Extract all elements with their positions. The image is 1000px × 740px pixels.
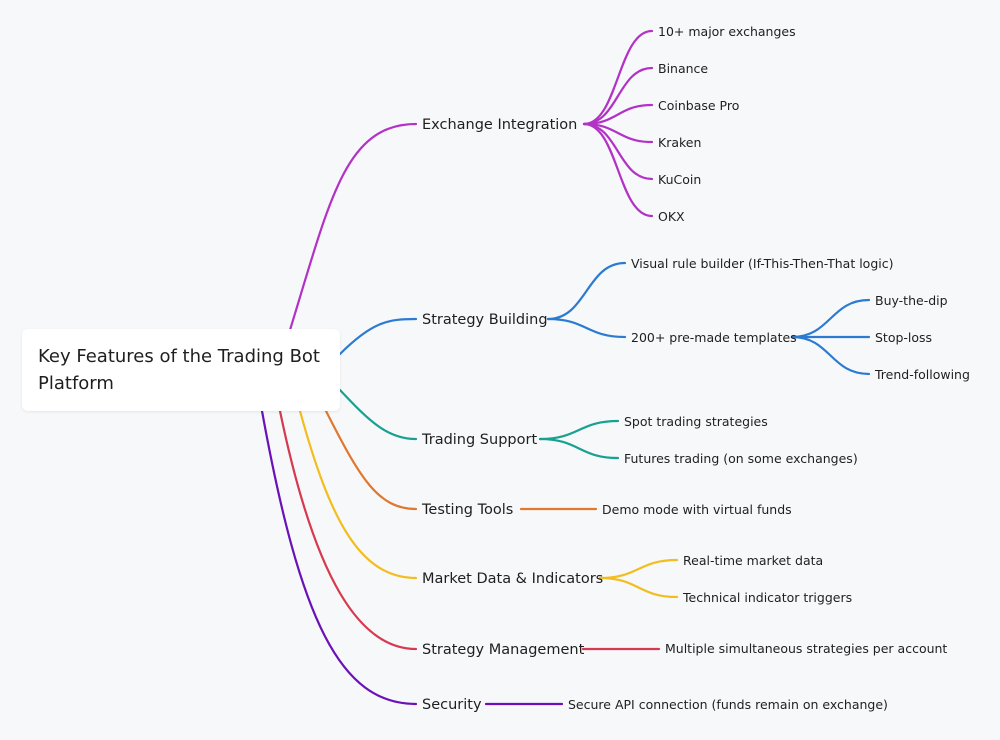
root-title: Key Features of the Trading Bot Platform [38,346,320,394]
branch-strategy-building[interactable]: Strategy Building [422,312,548,328]
leaf-demo-mode[interactable]: Demo mode with virtual funds [602,502,792,517]
leaf-realtime-market-data[interactable]: Real-time market data [683,553,824,568]
connector-market-indicators [598,576,679,599]
branch-trading-support[interactable]: Trading Support [422,432,538,448]
connector-root-market-data [298,409,418,580]
leaf-stop-loss[interactable]: Stop-loss [875,330,933,345]
leaf-binance[interactable]: Binance [658,61,709,76]
connector-trading-futures [538,437,620,460]
connector-root-strategy-building [338,317,418,356]
branch-security[interactable]: Security [422,697,482,713]
leaf-spot-trading[interactable]: Spot trading strategies [624,414,768,429]
connector-exchange-leaf-5 [582,122,654,218]
leaf-technical-indicator-triggers[interactable]: Technical indicator triggers [683,590,853,605]
leaf-futures-trading[interactable]: Futures trading (on some exchanges) [624,451,858,466]
leaf-kraken[interactable]: Kraken [658,135,702,150]
connector-strategy-templates [546,317,627,339]
leaf-10-major-exchanges[interactable]: 10+ major exchanges [658,24,796,39]
leaf-trend-following[interactable]: Trend-following [875,367,970,382]
connector-root-testing-tools [324,409,418,511]
root-node[interactable]: Key Features of the Trading Bot Platform [22,329,340,411]
connector-strategy-visual-rule [546,261,627,321]
leaf-multiple-strategies[interactable]: Multiple simultaneous strategies per acc… [665,641,948,656]
connector-root-security [260,409,418,706]
connector-trading-spot [538,419,620,441]
branch-market-data[interactable]: Market Data & Indicators [422,571,604,587]
leaf-coinbase-pro[interactable]: Coinbase Pro [658,98,740,113]
connector-templates-leaf-2 [790,335,871,376]
leaf-premade-templates[interactable]: 200+ pre-made templates [631,330,797,345]
connector-root-strategy-management [278,409,418,651]
leaf-visual-rule-builder[interactable]: Visual rule builder (If-This-Then-That l… [631,256,894,271]
branch-exchange-integration[interactable]: Exchange Integration [422,117,578,133]
connector-root-trading-support [338,388,418,441]
leaf-kucoin[interactable]: KuCoin [658,172,702,187]
connector-templates-leaf-0 [790,298,871,339]
leaf-okx[interactable]: OKX [658,209,685,224]
connector-market-realtime [598,558,679,580]
branch-strategy-management[interactable]: Strategy Management [422,642,585,658]
branch-testing-tools[interactable]: Testing Tools [422,502,514,518]
connector-exchange-leaf-1 [582,66,654,126]
connector-exchange-leaf-0 [582,29,654,126]
connector-root-exchange [288,122,418,332]
leaf-secure-api[interactable]: Secure API connection (funds remain on e… [568,697,888,712]
leaf-buy-the-dip[interactable]: Buy-the-dip [875,293,948,308]
